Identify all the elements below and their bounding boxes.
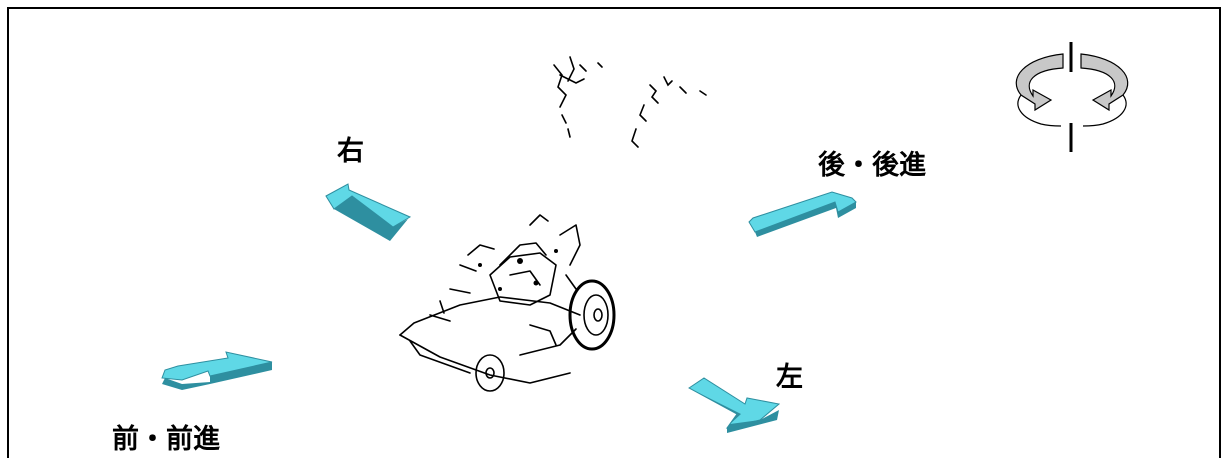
mower-handle-fragment (553, 56, 707, 148)
lawn-mower-illustration (399, 214, 616, 392)
diagram-frame (7, 7, 1221, 458)
label-front-forward: 前・前進 (112, 424, 220, 455)
rotation-axis-icon (1015, 42, 1129, 152)
label-right: 右 (337, 136, 364, 167)
label-left: 左 (776, 362, 803, 393)
label-back-reverse: 後・後進 (818, 150, 926, 181)
